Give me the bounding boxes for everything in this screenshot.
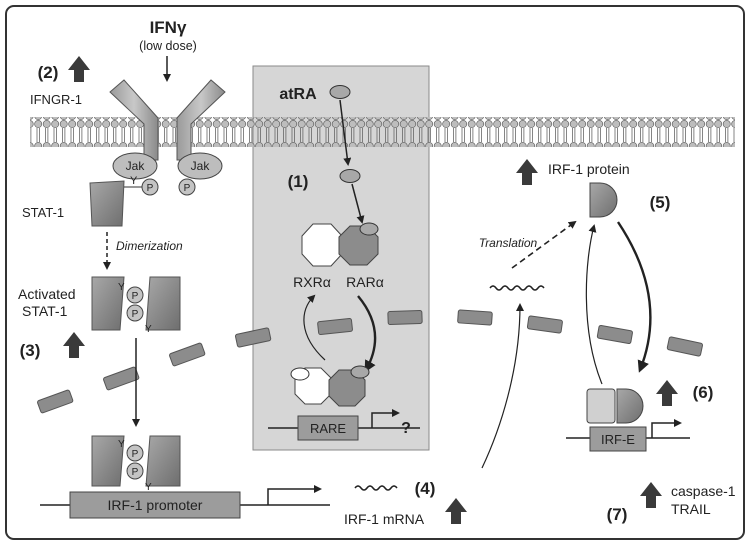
feedback-arrow <box>585 224 603 385</box>
rxr-ligand-slot <box>290 367 310 381</box>
atra-label: atRA <box>279 86 317 103</box>
nuclear-translocation-arrow <box>357 295 377 373</box>
jak-right <box>177 152 223 180</box>
activated-label: Activated <box>18 286 76 302</box>
up-arrow-stat1 <box>63 332 85 358</box>
stat1-monomer <box>89 180 125 227</box>
irf1-promoter-box <box>69 491 241 519</box>
phospho-right-label: P <box>184 183 191 194</box>
stat1-dimer-promoter <box>91 435 181 487</box>
rare-unknown-label: ? <box>401 420 411 437</box>
ifngr-receptor <box>109 79 226 161</box>
translation-arrow <box>511 220 577 269</box>
ifngr1-label: IFNGR-1 <box>30 92 82 107</box>
atra-binding-arrow <box>351 183 365 224</box>
irf1-mrna-cytoplasmic <box>489 285 545 291</box>
irf1-promoter-label: IRF-1 promoter <box>108 497 203 513</box>
rar-label: RARα <box>346 274 384 290</box>
irf1-bound <box>616 388 644 424</box>
protein-import-arrow <box>617 221 652 373</box>
up-arrow-protein <box>516 159 538 185</box>
step-4-label: (4) <box>415 479 436 498</box>
low-dose-label: (low dose) <box>139 39 197 53</box>
jak-right-label: Jak <box>191 159 211 173</box>
promoter-y2: Y <box>145 482 152 493</box>
irf1-protein <box>589 182 618 218</box>
dimer-p2: P <box>132 309 139 320</box>
step-3-label: (3) <box>20 341 41 360</box>
rxr-receptor <box>301 223 343 267</box>
step-7-label: (7) <box>607 505 628 524</box>
dimerization-label: Dimerization <box>116 239 183 253</box>
irf1-tss-arrow <box>267 485 322 505</box>
partner-factor <box>586 388 616 424</box>
cell-membrane <box>30 117 735 147</box>
irfe-box <box>589 426 647 452</box>
promoter-p1: P <box>132 449 139 460</box>
rare-label: RARE <box>310 421 346 436</box>
up-arrow-irf1-binding <box>656 380 678 406</box>
atra-molecule-outside <box>329 85 351 99</box>
step-1-label: (1) <box>288 172 309 191</box>
irf1-protein-label: IRF-1 protein <box>548 161 630 177</box>
irfe-label: IRF-E <box>601 432 635 447</box>
phospho-left-label: P <box>147 183 154 194</box>
rxr-label: RXRα <box>293 274 331 290</box>
jak-left-label: Jak <box>126 159 146 173</box>
stat1-label: STAT-1 <box>22 205 64 220</box>
caspase1-label: caspase-1 <box>671 483 736 499</box>
dimer-y2: Y <box>145 324 152 335</box>
jak-left <box>112 152 158 180</box>
dimer-y1: Y <box>118 282 125 293</box>
rare-tss-arrow <box>371 409 400 428</box>
up-arrow-receptor <box>68 56 90 82</box>
up-arrow-genes <box>640 482 662 508</box>
irfe-tss-arrow <box>651 419 682 438</box>
promoter-y1: Y <box>118 439 125 450</box>
nuclear-envelope <box>37 309 704 414</box>
phospho-right <box>178 178 196 196</box>
atra-molecule-inside <box>339 169 361 183</box>
dimer-p1: P <box>132 291 139 302</box>
up-arrow-mrna <box>445 498 467 524</box>
step-5-label: (5) <box>650 193 671 212</box>
translation-label: Translation <box>479 236 538 250</box>
step-2-label: (2) <box>38 63 59 82</box>
mrna-export-arrow <box>481 303 524 469</box>
irf1-mrna-nuclear <box>354 485 398 491</box>
promoter-p2: P <box>132 467 139 478</box>
irf1-mrna-label: IRF-1 mRNA <box>344 511 425 527</box>
stat1-dimer-activated <box>91 276 181 331</box>
trail-label: TRAIL <box>671 501 711 517</box>
step-6-label: (6) <box>693 383 714 402</box>
ifng-label: IFNγ <box>150 18 187 37</box>
stat1-tyr: Y <box>130 175 138 187</box>
atra-entry-arrow <box>339 99 352 166</box>
recycling-arrow <box>303 294 326 361</box>
atra-on-rare <box>350 365 370 379</box>
activated-stat1-label: STAT-1 <box>22 303 68 319</box>
rare-box <box>297 415 359 441</box>
atra-bound <box>359 222 379 236</box>
